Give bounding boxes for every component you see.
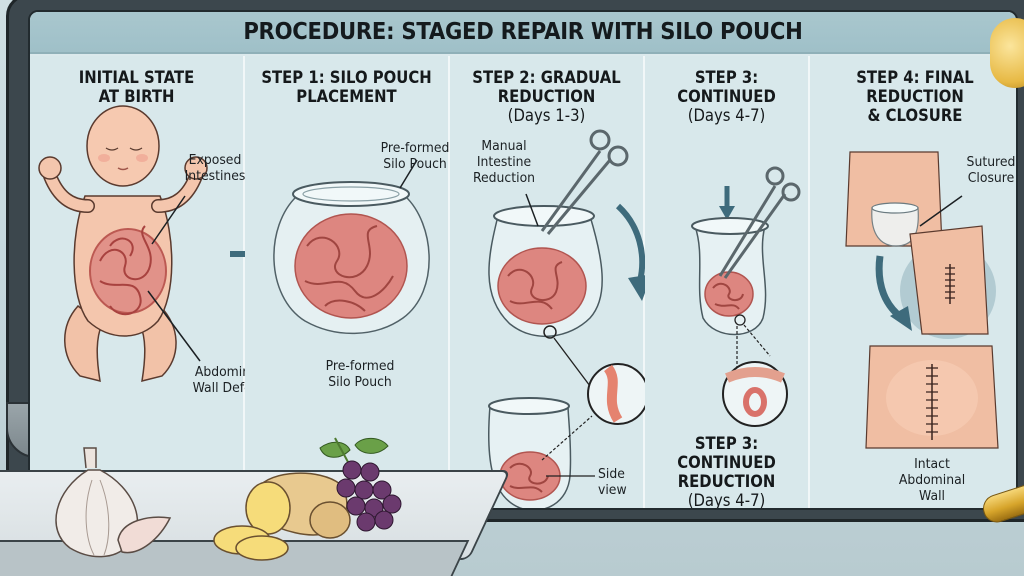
label-line: Silo Pouch [383,156,447,172]
monitor-screen: PROCEDURE: STAGED REPAIR WITH SILO POUCH… [28,10,1018,510]
label-line: Exposed [188,152,242,168]
label-line: view [598,482,627,498]
label-line: Pre-formed [325,358,395,374]
panel-subtitle: (Days 4-7) [687,106,766,125]
continued-reduction-illustration [691,166,801,427]
label-line: Intestine [476,154,532,170]
label-preformed-silo-pouch-top: Pre-formed Silo Pouch [378,140,452,172]
bottom-step-3-caption: STEP 3: CONTINUED REDUCTION (Days 4-7) [653,434,800,510]
page-title: PROCEDURE: STAGED REPAIR WITH SILO POUCH [243,19,803,45]
title-line: STEP 1: SILO POUCH [261,68,432,87]
panel-step-3: STEP 3: CONTINUED (Days 4-7) STEP 3: CON… [645,56,810,510]
silo-pouch-illustration [273,159,430,335]
label-line: Manual [481,138,527,154]
title-line: AT BIRTH [98,87,175,106]
garlic-icon [55,447,172,558]
label-line: Reduction [472,170,536,186]
title-bar: PROCEDURE: STAGED REPAIR WITH SILO POUCH [30,12,1016,54]
grapes-icon [319,437,402,532]
panel-step-2: STEP 2: GRADUAL REDUCTION (Days 1-3) [450,56,652,508]
title-line: REDUCTION [866,87,964,106]
title-line: CONTINUED [677,453,776,472]
supplement-capsule-icon [990,18,1024,88]
label-side-view: Side view [598,466,627,498]
label-line: Intestines [184,168,246,184]
label-line: Wall [918,488,945,504]
label-line: Abdominal [898,472,966,488]
title-line: STEP 2: GRADUAL [472,68,621,87]
label-line: Intact [914,456,950,472]
panel-initial-state: INITIAL STATE AT BIRTH Expos [30,56,284,508]
label-line: Pre-formed [380,140,450,156]
label-preformed-silo-pouch-bottom: Pre-formed Silo Pouch [323,358,397,390]
label-line: Silo Pouch [328,374,392,390]
label-exposed-intestines: Exposed Intestines [183,152,247,184]
panel-title: STEP 1: SILO POUCH PLACEMENT [255,68,438,106]
panel-title: STEP 3: CONTINUED (Days 4-7) [653,68,800,125]
title-line: PLACEMENT [296,87,397,106]
panel-title: STEP 4: FINAL REDUCTION & CLOSURE [821,68,1010,125]
title-line: CONTINUED [677,87,776,106]
label-line: Sutured [966,154,1016,170]
title-line: REDUCTION [497,87,596,106]
title-line: STEP 4: FINAL [856,68,974,87]
ginger-icon [213,472,351,561]
title-line: REDUCTION [677,472,776,491]
label-line: Closure [967,170,1015,186]
title-line: & CLOSURE [867,106,963,125]
label-line: Side [598,466,625,482]
panel-step-4: STEP 4: FINAL REDUCTION & CLOSURE [810,56,1016,508]
label-intact-abdominal-wall: Intact Abdominal Wall [895,456,969,504]
panel-subtitle: (Days 1-3) [507,106,586,125]
panel-step-1: STEP 1: SILO POUCH PLACEMENT Pre-formed … [245,56,452,508]
title-line: STEP 3: [694,434,759,453]
label-line: Abdominal [194,364,262,380]
title-line: INITIAL STATE [78,68,195,87]
label-manual-intestine-reduction: Manual Intestine Reduction [467,138,541,186]
title-line: STEP 3: [694,68,759,87]
baby-illustration [38,105,284,383]
panel-title: STEP 2: GRADUAL REDUCTION (Days 1-3) [460,68,634,125]
closure-illustration [845,151,999,449]
panel-subtitle: (Days 4-7) [687,491,766,510]
label-sutured-closure: Sutured Closure [959,154,1016,186]
panel-title: INITIAL STATE AT BIRTH [41,68,233,106]
reduction-illustration [488,129,652,508]
